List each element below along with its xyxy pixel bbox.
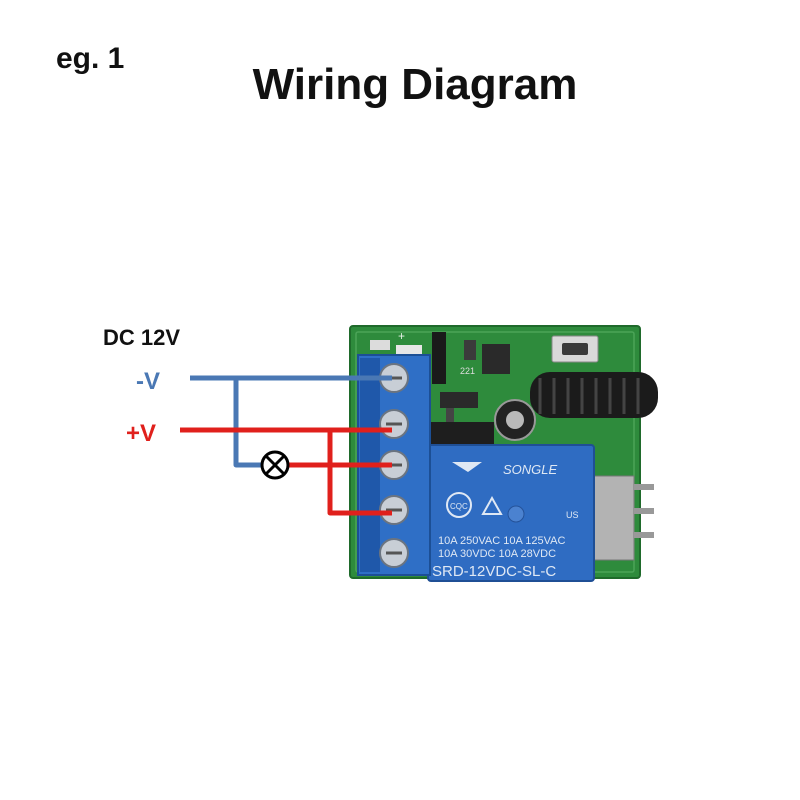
terminal-block: [357, 354, 431, 576]
negative-terminal-label: -V: [136, 368, 160, 395]
example-label: eg. 1: [56, 42, 125, 75]
chip-label: 221: [460, 366, 475, 376]
relay-brand: SONGLE: [503, 462, 558, 477]
svg-text:+: +: [398, 329, 405, 343]
supply-voltage-label: DC 12V: [103, 325, 181, 350]
antenna-coil: [530, 372, 658, 418]
terminal-screw-5: [379, 538, 409, 568]
relay-rating-2: 10A 30VDC 10A 28VDC: [438, 548, 556, 560]
relay: SONGLE CQC US 10A 250VAC 10A 125VAC 10A …: [427, 444, 595, 582]
relay-rating-1: 10A 250VAC 10A 125VAC: [438, 535, 565, 547]
lamp-icon: [260, 450, 290, 480]
terminal-screw-4: [379, 495, 409, 525]
relay-ul-mark: US: [566, 510, 579, 520]
relay-cert-mark: CQC: [450, 502, 468, 511]
terminal-screw-2: [379, 409, 409, 439]
diagram-title: Wiring Diagram: [252, 60, 578, 109]
negative-wire: [190, 375, 392, 468]
positive-wire: [180, 427, 392, 516]
relay-model: SRD-12VDC-SL-C: [432, 563, 556, 580]
positive-terminal-label: +V: [126, 420, 157, 447]
